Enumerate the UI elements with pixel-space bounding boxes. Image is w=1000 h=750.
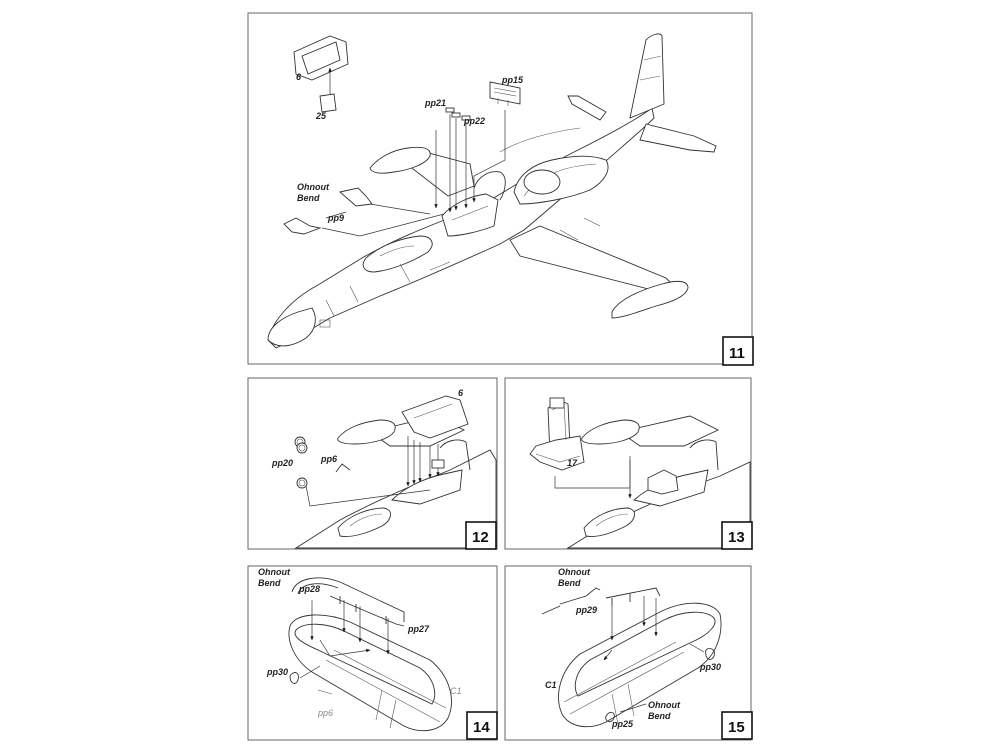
step-number-box-14 (466, 711, 498, 740)
step-number-box-13 (721, 521, 753, 550)
step-14-panel: Ohnout Bend pp28 pp27 pp30 C1 pp6 14 (247, 565, 498, 741)
part-pp9-bend (339, 187, 373, 207)
label-pp21: pp21 (424, 98, 446, 108)
tailplane-right (639, 123, 717, 153)
part-pp21-b (451, 112, 461, 118)
part-6-hood (401, 395, 469, 439)
label-part-25: 25 (315, 111, 327, 121)
step-number-11: 11 (729, 345, 745, 362)
part-pp30 (705, 647, 715, 660)
part-pp25 (605, 711, 615, 723)
part-17-ejection-seat (529, 397, 585, 471)
part-pp22 (461, 115, 471, 121)
front-cockpit (583, 507, 635, 537)
part-pp20-discs (294, 436, 308, 489)
part-pp6 (335, 463, 351, 473)
label-pp28: pp28 (298, 584, 320, 594)
step-13-panel: 17 13 (504, 377, 753, 550)
label-pp22: pp22 (463, 116, 485, 126)
label-c1: C1 (545, 680, 557, 690)
part-pp6 (317, 689, 333, 695)
label-pp6: pp6 (317, 708, 333, 718)
wing-left (618, 415, 720, 447)
step-15-panel: Ohnout Bend pp29 pp30 C1 pp25 Ohnout Ben… (504, 565, 753, 741)
step-number-12: 12 (472, 529, 489, 546)
step-number-15: 15 (728, 719, 745, 736)
part-bend-top (559, 587, 601, 605)
label-pp29: pp29 (575, 605, 597, 615)
label-bend-en: Bend (258, 578, 281, 588)
label-pp30: pp30 (699, 662, 721, 672)
tip-tank (337, 419, 396, 445)
tip-tank (581, 419, 640, 445)
label-pp20: pp20 (271, 458, 293, 468)
step-12-panel: 6 pp20 pp6 12 (247, 377, 498, 550)
part-pp30 (289, 672, 299, 684)
step-number-13: 13 (728, 529, 745, 546)
tip-tank-left (369, 146, 431, 174)
label-pp30: pp30 (266, 667, 288, 677)
label-bend-en-2: Bend (648, 711, 671, 721)
label-part-17: 17 (567, 458, 578, 468)
aircraft-fuselage (267, 33, 717, 349)
part-25 (319, 93, 337, 113)
label-bend-cz: Ohnout (258, 567, 291, 577)
label-pp9: pp9 (327, 213, 344, 223)
label-part-6: 6 (458, 388, 464, 398)
tailplane-left (567, 95, 607, 121)
label-pp6: pp6 (320, 454, 338, 464)
nose-cone (267, 307, 316, 347)
step-11-panel: 6 25 pp15 pp21 pp22 Ohnout Bend pp9 11 (247, 12, 754, 366)
installed-seat (647, 469, 679, 495)
label-c1: C1 (450, 686, 462, 696)
step-number-box-12 (465, 521, 497, 550)
part-pp21 (445, 107, 455, 113)
label-bend-en: Bend (297, 193, 320, 203)
label-bend-cz-2: Ohnout (648, 700, 681, 710)
label-pp27: pp27 (407, 624, 430, 634)
part-pp28-bend (291, 577, 405, 622)
front-cockpit-opening (362, 235, 433, 273)
canopy-glass (523, 169, 561, 195)
label-pp25: pp25 (611, 719, 634, 729)
tip-tank-right (611, 280, 689, 319)
step-number-14: 14 (473, 719, 490, 736)
label-pp15: pp15 (501, 75, 524, 85)
front-cockpit (337, 507, 391, 537)
canopy-opening (574, 611, 716, 697)
step-number-box-11 (722, 336, 754, 366)
label-bend-cz: Ohnout (297, 182, 330, 192)
label-part-6: 6 (296, 72, 302, 82)
label-bend-en: Bend (558, 578, 581, 588)
part-pp27 (329, 595, 405, 627)
part-pp15 (489, 81, 521, 105)
label-bend-cz: Ohnout (558, 567, 591, 577)
vertical-fin (629, 33, 665, 119)
part-pp29 (605, 587, 661, 599)
step-number-box-15 (721, 711, 753, 740)
part-pp9 (283, 217, 322, 235)
